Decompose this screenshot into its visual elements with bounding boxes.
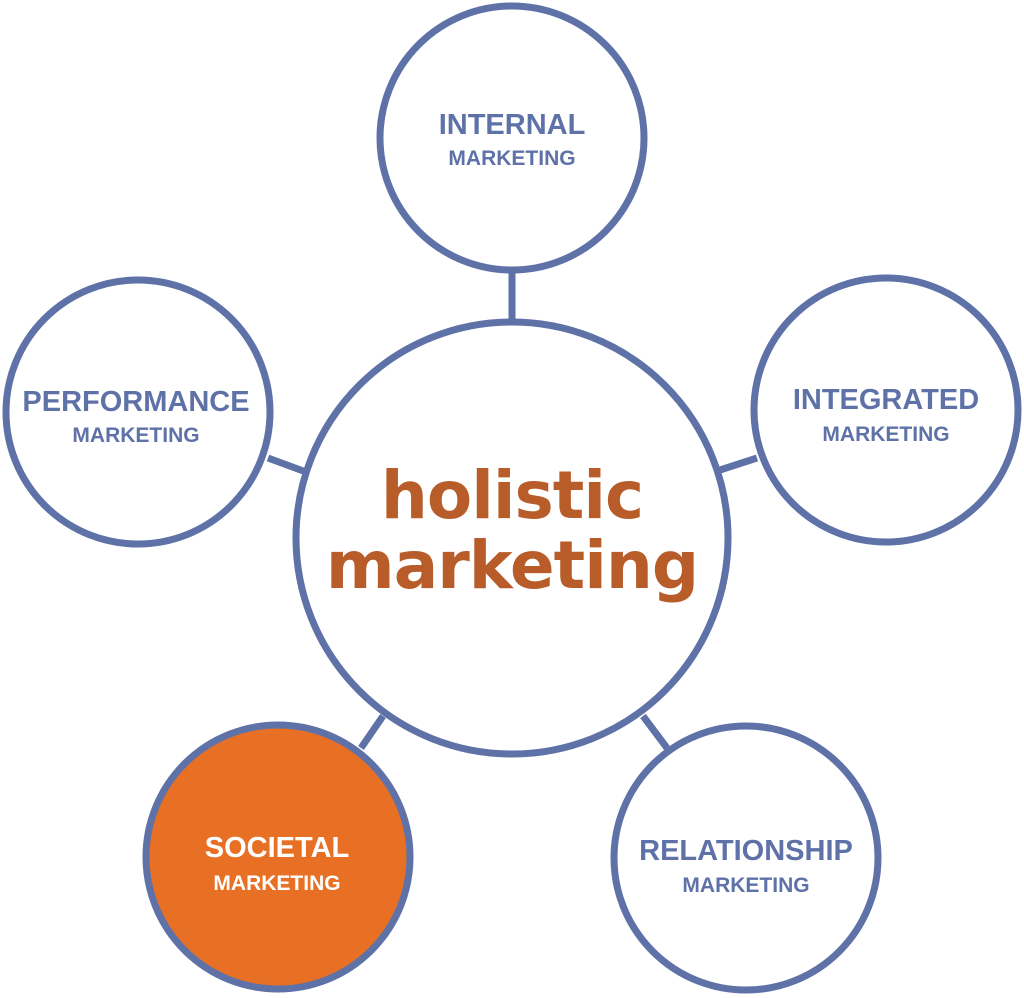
node-societal-subtitle: MARKETING (213, 872, 340, 895)
connectors (266, 271, 759, 751)
node-societal-title: SOCIETAL (205, 832, 349, 864)
node-performance: PERFORMANCE MARKETING (2, 276, 274, 548)
node-internal: INTERNAL MARKETING (376, 2, 648, 274)
connector-relationship (640, 713, 670, 751)
connector-integrated (718, 454, 759, 474)
connector-performance (266, 454, 308, 476)
connector-societal (358, 714, 386, 750)
center-label-line2: marketing (326, 527, 698, 604)
center-label-line1: holistic (381, 457, 643, 534)
node-performance-subtitle: MARKETING (72, 424, 199, 447)
node-internal-subtitle: MARKETING (448, 147, 575, 170)
node-integrated: INTEGRATED MARKETING (750, 274, 1022, 546)
node-relationship: RELATIONSHIP MARKETING (610, 722, 882, 994)
node-integrated-title: INTEGRATED (793, 384, 979, 416)
node-relationship-title: RELATIONSHIP (639, 835, 853, 867)
node-integrated-subtitle: MARKETING (822, 423, 949, 446)
center-node: holistic marketing (292, 318, 732, 758)
node-relationship-subtitle: MARKETING (682, 874, 809, 897)
node-societal: SOCIETAL MARKETING (142, 721, 414, 993)
node-performance-title: PERFORMANCE (22, 386, 249, 418)
node-internal-title: INTERNAL (439, 109, 586, 141)
